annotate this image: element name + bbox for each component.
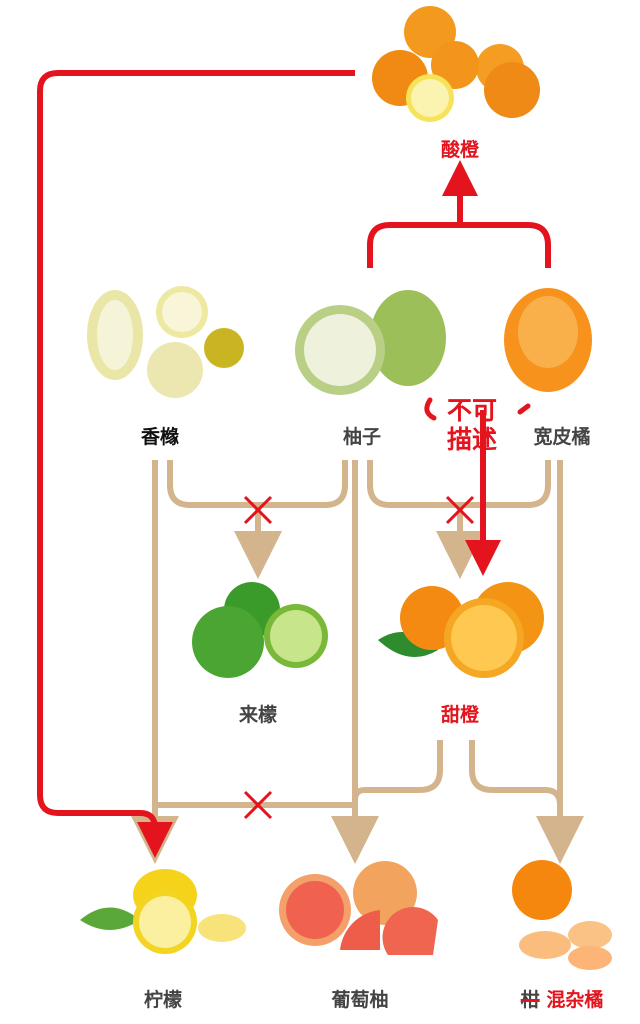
label-mandarin: 宽皮橘 — [533, 426, 591, 448]
annotation-line1: 不可 — [447, 396, 498, 425]
orange-to-grapefruit — [352, 740, 443, 801]
cross-icon — [445, 495, 475, 525]
label-lime: 来檬 — [238, 704, 278, 726]
annotation-line2: 描述 — [447, 425, 498, 454]
label-grapefruit: 葡萄柚 — [331, 989, 389, 1011]
pomelo-mandarin-bracket — [367, 460, 551, 508]
label-sweet-orange: 甜橙 — [440, 704, 480, 726]
label-struck-word: 柑 — [520, 989, 540, 1011]
citron-pomelo-bracket — [167, 460, 348, 508]
label-lemon: 柠檬 — [143, 989, 183, 1011]
sweet-orange-image — [378, 582, 544, 678]
label-citron: 香橼 — [140, 426, 180, 448]
label-hybrid: 混杂橘 — [546, 989, 604, 1011]
citron-image — [87, 286, 244, 398]
cross-marks — [243, 495, 475, 820]
cross-icon — [243, 495, 273, 525]
label-sour-orange: 酸橙 — [440, 139, 480, 161]
cross-icon — [243, 790, 273, 820]
mandarin-image — [504, 288, 592, 392]
pomelo-mandarin-red-bracket — [367, 222, 551, 268]
indescribable-annotation: 不可 描述 — [447, 396, 527, 454]
label-pomelo: 柚子 — [342, 426, 382, 448]
lime-image — [192, 582, 328, 678]
grapefruit-image — [279, 861, 438, 955]
lemon-image — [80, 869, 246, 954]
red-lineage-lines — [37, 70, 551, 858]
tan-lineage-lines — [131, 460, 584, 864]
label-hybrid-group: 柑 混杂橘 — [521, 985, 604, 1012]
sour-orange-image — [372, 6, 540, 122]
mandarin-hybrid-image — [512, 860, 612, 970]
pomelo-image — [295, 290, 446, 395]
sour-orange-to-lemon — [37, 70, 355, 858]
orange-to-hybrid — [469, 740, 563, 806]
